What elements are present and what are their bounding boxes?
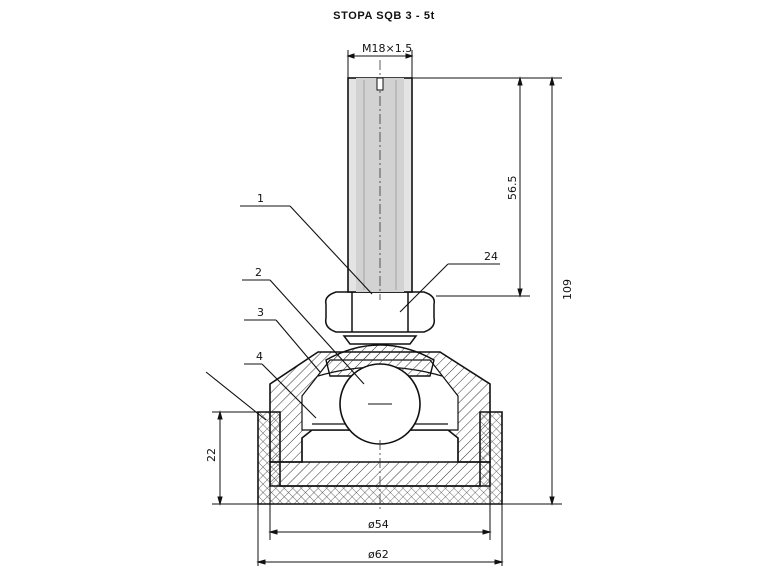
dimension-inner-diameter [268, 486, 492, 540]
dimension-inner-diameter-label: ø54 [368, 518, 389, 531]
leader-lines [205, 205, 500, 421]
part-label-3: 3 [257, 306, 264, 319]
dimension-outer-diameter-label: ø62 [368, 548, 389, 561]
dimension-stud-height [412, 76, 530, 298]
dimension-base-height [212, 410, 258, 506]
dimension-total-height-label: 109 [561, 279, 574, 300]
dimension-stud-height-label: 56.5 [506, 176, 519, 201]
part-label-2: 2 [255, 266, 262, 279]
dimension-base-height-label: 22 [205, 448, 218, 462]
dimension-thread-label: M18×1.5 [362, 42, 412, 55]
part-label-4: 4 [256, 350, 263, 363]
part-label-24: 24 [484, 250, 498, 263]
nut [324, 291, 436, 345]
part-label-1: 1 [257, 192, 264, 205]
dimension-total-height [502, 76, 562, 506]
dimension-thread [346, 50, 414, 78]
ball-head [325, 344, 435, 445]
page-title: STOPA SQB 3 - 5t [333, 10, 435, 22]
dimension-outer-diameter [256, 504, 504, 566]
threaded-stud [347, 60, 413, 300]
